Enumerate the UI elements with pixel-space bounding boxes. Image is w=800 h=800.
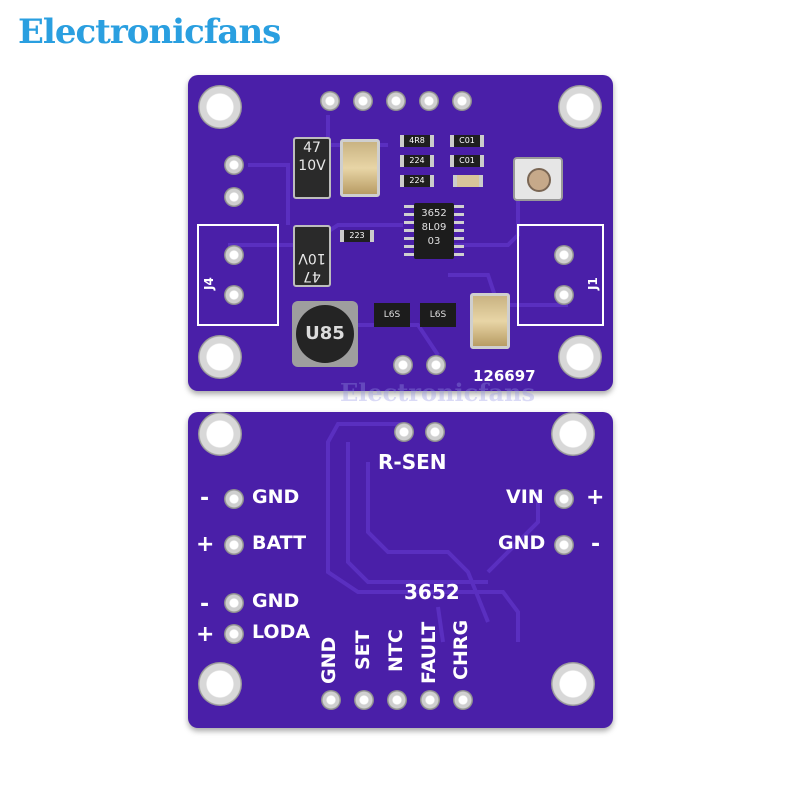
pad bbox=[426, 355, 446, 375]
ceramic-capacitor bbox=[340, 139, 380, 197]
ntc-pin-label: NTC bbox=[385, 629, 407, 672]
pcb-bottom-side: R-SEN - GND + BATT - GND + LODA VIN + GN… bbox=[188, 412, 613, 728]
gnd-label: GND bbox=[252, 590, 300, 612]
pcb-top-side: 47 10V 47 10V 4R8 C01 224 C01 224 223 36… bbox=[188, 75, 613, 391]
pad bbox=[224, 245, 244, 265]
set-pin-label: SET bbox=[352, 630, 374, 670]
fault-pin-label: FAULT bbox=[418, 621, 440, 684]
chrg-pad bbox=[453, 690, 473, 710]
gnd-label: GND bbox=[252, 486, 300, 508]
gnd-pad bbox=[554, 535, 574, 555]
vin-label: VIN bbox=[506, 486, 544, 508]
gnd-pad bbox=[224, 489, 244, 509]
mounting-hole bbox=[558, 85, 602, 129]
smd-resistor: 224 bbox=[400, 155, 434, 167]
tantalum-capacitor: 47 10V bbox=[293, 225, 331, 287]
polarity-sign: + bbox=[586, 485, 605, 510]
header-pad bbox=[353, 91, 373, 111]
ic-pins bbox=[404, 205, 414, 257]
header-pad bbox=[452, 91, 472, 111]
trimmer-potentiometer bbox=[513, 157, 563, 201]
polarity-sign: - bbox=[591, 532, 601, 557]
smd-resistor: 224 bbox=[400, 175, 434, 187]
batt-label: BATT bbox=[252, 532, 307, 554]
smd-resistor: C01 bbox=[450, 135, 484, 147]
connector-label-j1: J1 bbox=[586, 277, 600, 290]
rsen-label: R-SEN bbox=[378, 450, 447, 474]
pad bbox=[554, 245, 574, 265]
set-pad bbox=[354, 690, 374, 710]
polarity-sign: - bbox=[200, 592, 210, 617]
pad bbox=[224, 285, 244, 305]
gnd-label: GND bbox=[498, 532, 546, 554]
gnd-pad bbox=[321, 690, 341, 710]
pad bbox=[393, 355, 413, 375]
mounting-hole bbox=[198, 412, 242, 456]
vin-pad bbox=[554, 489, 574, 509]
polarity-sign: + bbox=[196, 622, 215, 647]
watermark: Electronicfans bbox=[340, 378, 536, 407]
header-pad bbox=[320, 91, 340, 111]
mounting-hole bbox=[198, 662, 242, 706]
batt-pad bbox=[224, 535, 244, 555]
fault-pad bbox=[420, 690, 440, 710]
tantalum-capacitor: 47 10V bbox=[293, 137, 331, 199]
serial-number: 126697 bbox=[473, 367, 536, 385]
mounting-hole bbox=[558, 335, 602, 379]
smd-capacitor bbox=[453, 175, 483, 187]
rsen-pad bbox=[425, 422, 445, 442]
chip-label: 3652 bbox=[404, 580, 460, 604]
smd-resistor: C01 bbox=[450, 155, 484, 167]
pcb-traces bbox=[326, 422, 540, 643]
loda-label: LODA bbox=[252, 621, 311, 643]
chrg-pin-label: CHRG bbox=[450, 619, 472, 680]
sot23-transistor: L6S bbox=[420, 303, 456, 327]
header-pad bbox=[419, 91, 439, 111]
polarity-sign: - bbox=[200, 486, 210, 511]
gnd-pad bbox=[224, 593, 244, 613]
loda-pad bbox=[224, 624, 244, 644]
ntc-pad bbox=[387, 690, 407, 710]
power-inductor: U85 bbox=[292, 301, 358, 367]
mounting-hole bbox=[551, 662, 595, 706]
brand-logo: Electronicfans bbox=[18, 12, 281, 52]
pad bbox=[224, 187, 244, 207]
mounting-hole bbox=[551, 412, 595, 456]
connector-label-j4: J4 bbox=[202, 277, 216, 290]
pad bbox=[224, 155, 244, 175]
sot23-transistor: L6S bbox=[374, 303, 410, 327]
rsen-pad bbox=[394, 422, 414, 442]
smd-resistor: 223 bbox=[340, 230, 374, 242]
pcb-traces bbox=[197, 115, 604, 357]
gnd-pin-label: GND bbox=[318, 636, 340, 684]
header-pad bbox=[386, 91, 406, 111]
mounting-hole bbox=[198, 85, 242, 129]
smd-resistor: 4R8 bbox=[400, 135, 434, 147]
mounting-hole bbox=[198, 335, 242, 379]
ic-chip: 3652 8L09 03 bbox=[414, 203, 454, 259]
pad bbox=[554, 285, 574, 305]
polarity-sign: + bbox=[196, 532, 215, 557]
ic-pins bbox=[454, 205, 464, 257]
ceramic-capacitor bbox=[470, 293, 510, 349]
